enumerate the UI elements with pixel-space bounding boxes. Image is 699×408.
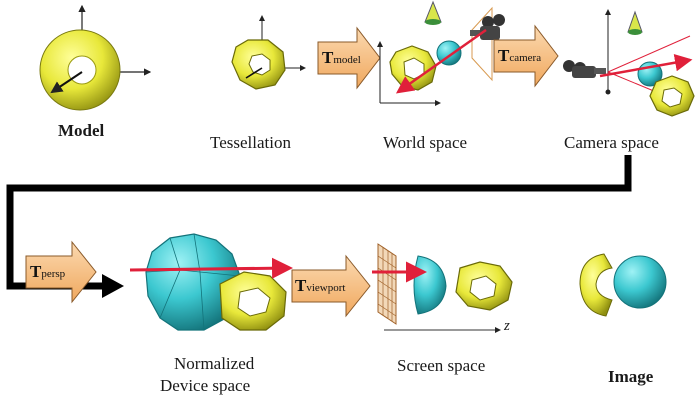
transform-arrow-viewport	[291, 254, 371, 318]
label-ndc-line1: Normalized	[174, 354, 255, 373]
sphere-icon	[413, 255, 447, 315]
label-t-camera: Tcamera	[498, 46, 542, 65]
label-ndc-line2: Device space	[160, 376, 251, 395]
pipeline-connector	[6, 155, 632, 290]
torus-icon	[579, 253, 613, 317]
sphere-icon	[613, 255, 667, 309]
transform-arrow-persp	[25, 240, 97, 304]
ray-arrow-icon	[129, 257, 293, 279]
label-z-axis: z	[504, 318, 510, 334]
torus-icon	[39, 29, 121, 111]
connector-arrowhead	[102, 274, 124, 298]
tessellation-figure	[231, 15, 306, 90]
label-camera-space: Camera space	[564, 133, 659, 152]
model-figure	[39, 4, 152, 111]
cone-icon	[627, 10, 643, 35]
ray-arrow-icon	[395, 28, 487, 94]
camera-space-figure	[563, 9, 695, 117]
world-figure	[377, 0, 505, 106]
label-tessellation: Tessellation	[210, 133, 291, 152]
label-t-persp: Tpersp	[30, 262, 66, 281]
transform-arrow-model	[317, 26, 381, 90]
screen-space-figure	[372, 243, 513, 333]
ray-arrow-icon	[599, 54, 693, 78]
camera-icon	[563, 60, 606, 78]
label-image: Image	[608, 367, 654, 386]
image-figure	[579, 253, 667, 317]
label-world-space: World space	[383, 133, 468, 152]
screen-grid-icon	[377, 243, 397, 325]
label-screen-space: Screen space	[397, 356, 486, 375]
label-model: Model	[58, 121, 105, 140]
label-t-model: Tmodel	[322, 48, 361, 67]
transform-arrow-camera	[493, 24, 559, 88]
cone-icon	[424, 0, 442, 25]
ndc-figure	[129, 233, 293, 331]
label-t-viewport: Tviewport	[295, 276, 346, 295]
camera-icon	[470, 14, 505, 40]
